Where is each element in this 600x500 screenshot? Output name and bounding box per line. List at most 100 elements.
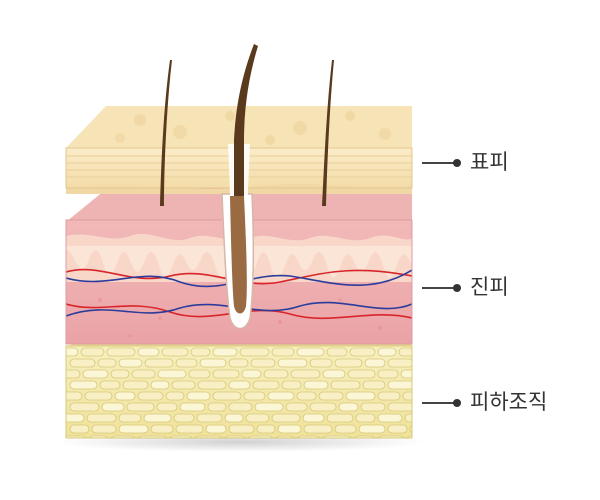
fat-cell xyxy=(318,391,344,401)
fat-cell xyxy=(86,413,117,423)
fat-cell xyxy=(322,369,346,379)
fat-cell xyxy=(212,347,238,357)
fat-cell xyxy=(228,380,251,390)
fat-cell xyxy=(175,424,204,434)
fat-cell xyxy=(97,358,117,368)
fat-cell xyxy=(418,381,438,389)
fat-cell xyxy=(207,402,227,412)
fat-cell xyxy=(122,380,149,390)
fat-cell xyxy=(303,424,333,434)
dermis-leader-dot xyxy=(453,283,461,292)
fat-cell xyxy=(157,369,187,379)
fat-cell xyxy=(69,358,96,368)
fat-cell xyxy=(256,424,276,434)
fat-cell xyxy=(212,391,242,401)
fat-cell xyxy=(271,413,301,423)
fat-cell xyxy=(387,424,408,434)
fat-cell xyxy=(82,369,109,379)
fat-cell xyxy=(179,402,206,412)
fat-cell xyxy=(409,425,412,433)
fat-cell xyxy=(84,391,113,401)
hypodermis-leader-line xyxy=(422,402,456,404)
fat-cell xyxy=(360,402,386,412)
fat-cell xyxy=(404,413,412,423)
fat-cell xyxy=(387,402,412,412)
fat-cell xyxy=(228,358,249,368)
fat-cell xyxy=(309,358,333,368)
hypodermis-layer xyxy=(65,336,438,439)
fat-cell xyxy=(400,369,412,379)
epidermis-leader-line xyxy=(422,162,456,164)
hair-left xyxy=(160,60,172,206)
fat-cell xyxy=(302,413,325,423)
fat-cell xyxy=(347,369,376,379)
fat-cell xyxy=(349,347,376,357)
fat-cell xyxy=(99,380,121,390)
fat-cell xyxy=(239,347,270,357)
fat-cell xyxy=(330,380,361,390)
fat-cell xyxy=(161,347,189,357)
fat-cell xyxy=(118,424,149,434)
fat-cell xyxy=(118,413,142,423)
fat-cell xyxy=(377,369,399,379)
fat-cell xyxy=(66,413,85,423)
fat-cell xyxy=(150,380,170,390)
fat-cell xyxy=(398,347,412,357)
fat-cell xyxy=(114,391,136,401)
fat-cell xyxy=(205,424,227,434)
fat-cell xyxy=(416,359,434,367)
fat-cell xyxy=(224,413,244,423)
fat-cell xyxy=(345,391,376,401)
fat-cell xyxy=(144,358,174,368)
dermal-papillae xyxy=(66,246,412,278)
fat-cell xyxy=(252,380,280,390)
fat-cell xyxy=(303,380,329,390)
fat-cell xyxy=(296,347,325,357)
fat-cell xyxy=(80,347,105,357)
fat-cell xyxy=(358,424,386,434)
fat-cell xyxy=(199,358,227,368)
fat-cell xyxy=(126,402,155,412)
fat-cell xyxy=(263,369,289,379)
fat-cell xyxy=(402,391,412,401)
fat-cell xyxy=(271,347,295,357)
fat-cell xyxy=(66,391,83,401)
fat-cell xyxy=(387,358,412,368)
fat-cell xyxy=(254,402,284,412)
hair-right xyxy=(322,60,334,206)
fat-cell xyxy=(101,402,125,412)
fat-cells xyxy=(66,347,438,438)
fat-cell xyxy=(228,402,253,412)
fat-cell xyxy=(69,380,98,390)
hypodermis-label: 피하조직 xyxy=(470,390,548,414)
hair-strands xyxy=(160,60,334,206)
fat-cell xyxy=(190,347,211,357)
fat-cell xyxy=(241,369,262,379)
fat-cell xyxy=(131,369,156,379)
fat-cell xyxy=(69,424,90,434)
fat-cell xyxy=(267,391,295,401)
fat-cell xyxy=(362,380,386,390)
fat-cell xyxy=(137,347,160,357)
fat-cell xyxy=(175,358,198,368)
fat-cell xyxy=(387,380,412,390)
fat-cell xyxy=(228,424,255,434)
fat-cell xyxy=(285,402,308,412)
fat-cell xyxy=(165,391,185,401)
fat-cell xyxy=(326,413,354,423)
fat-cell xyxy=(110,369,130,379)
dermis-label: 진피 xyxy=(470,275,509,299)
fat-cell xyxy=(364,358,386,368)
fat-cell xyxy=(250,358,276,368)
fat-cell xyxy=(143,413,172,423)
fat-cell xyxy=(281,380,302,390)
fat-cell xyxy=(171,380,196,390)
fat-cell xyxy=(173,413,195,423)
fat-cell xyxy=(326,347,348,357)
hair-follicle xyxy=(221,44,258,330)
fat-cell xyxy=(196,413,223,423)
fat-cell xyxy=(338,402,359,412)
fat-cell xyxy=(156,402,178,412)
fat-cell xyxy=(334,358,363,368)
fat-cell xyxy=(309,402,337,412)
